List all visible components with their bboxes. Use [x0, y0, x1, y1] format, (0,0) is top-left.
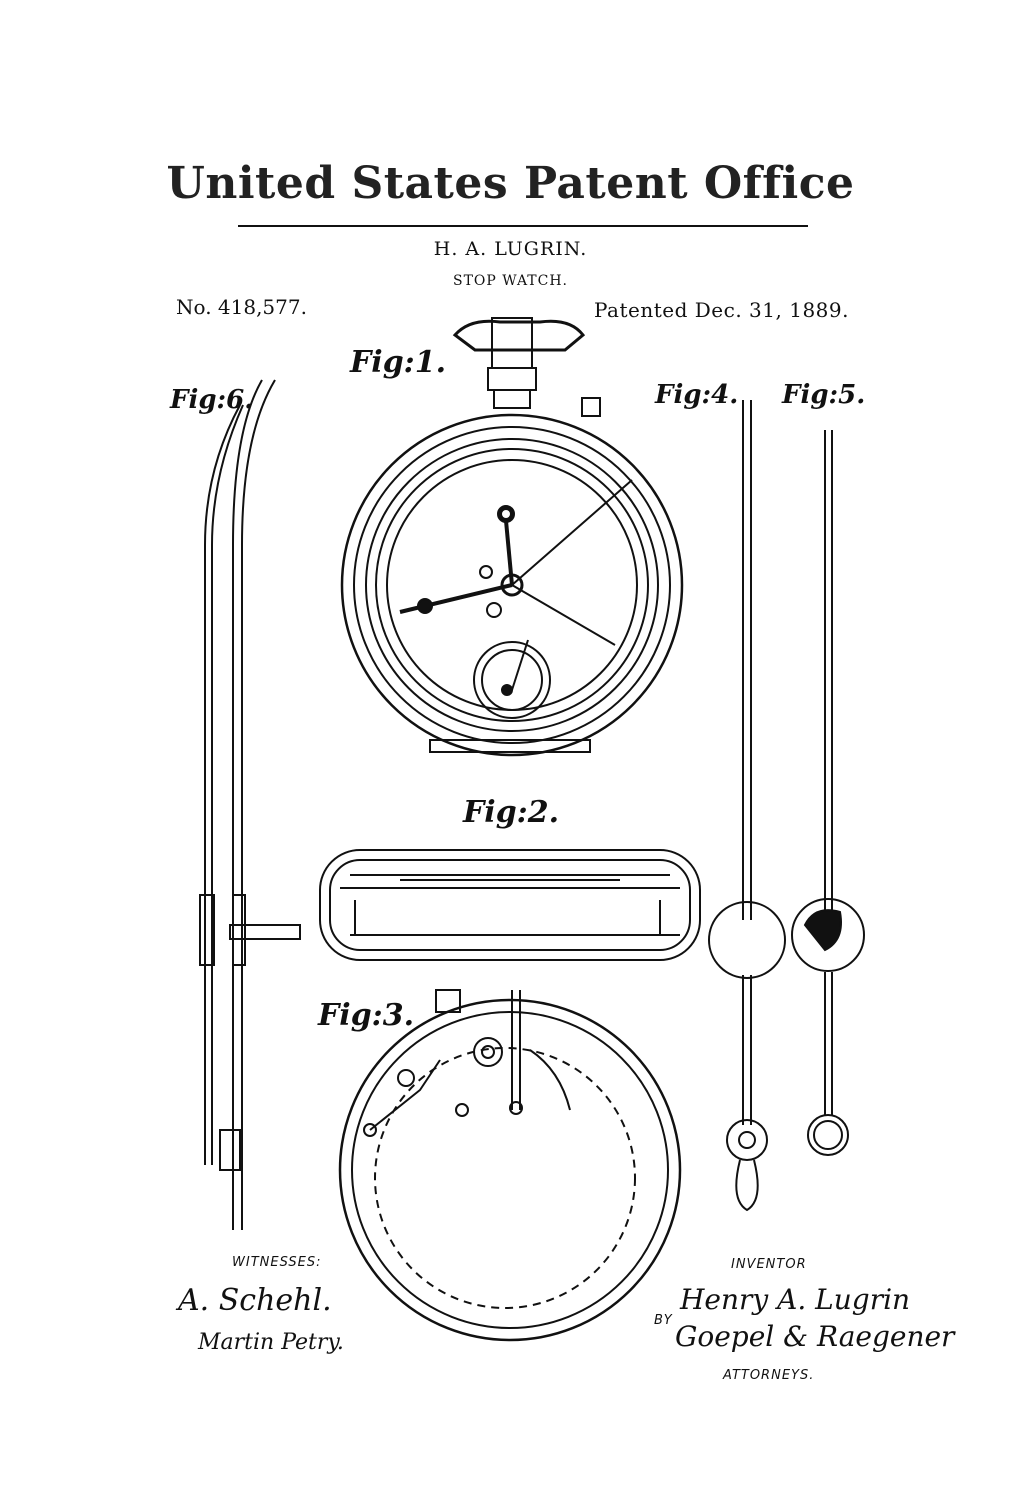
by-label: BY — [654, 1313, 673, 1328]
witnesses-label: WITNESSES: — [232, 1255, 322, 1270]
fig5-label: Fig:5. — [782, 380, 866, 410]
patent-number: No. 418,577. — [176, 295, 307, 319]
fig5-lever — [791, 430, 865, 1156]
fig2-label: Fig:2. — [463, 795, 560, 830]
fig1-label: Fig:1. — [350, 345, 447, 380]
fig6-label: Fig:6. — [170, 385, 254, 415]
patent-date: Patented Dec. 31, 1889. — [594, 298, 849, 322]
witness2-signature: Martin Petry. — [198, 1330, 344, 1355]
patent-subject: STOP WATCH. — [452, 273, 569, 289]
inventor-name: H. A. LUGRIN. — [433, 238, 588, 260]
fig3-label: Fig:3. — [318, 998, 415, 1033]
fig3-movement — [338, 989, 682, 1342]
attorneys-label: ATTORNEYS. — [723, 1368, 815, 1383]
inventor-signature: Henry A. Lugrin — [680, 1283, 911, 1316]
fig1-stopwatch — [340, 317, 684, 757]
witness1-signature: A. Schehl. — [178, 1283, 332, 1318]
title-rule — [238, 225, 808, 227]
fig6-spring — [199, 379, 301, 1230]
office-title: United States Patent Office — [166, 158, 855, 209]
fig2-section — [319, 849, 701, 961]
fig4-lever — [708, 400, 786, 1212]
attorneys-signature: Goepel & Raegener — [675, 1320, 955, 1353]
inventor-label: INVENTOR — [731, 1257, 807, 1272]
fig4-label: Fig:4. — [655, 380, 739, 410]
